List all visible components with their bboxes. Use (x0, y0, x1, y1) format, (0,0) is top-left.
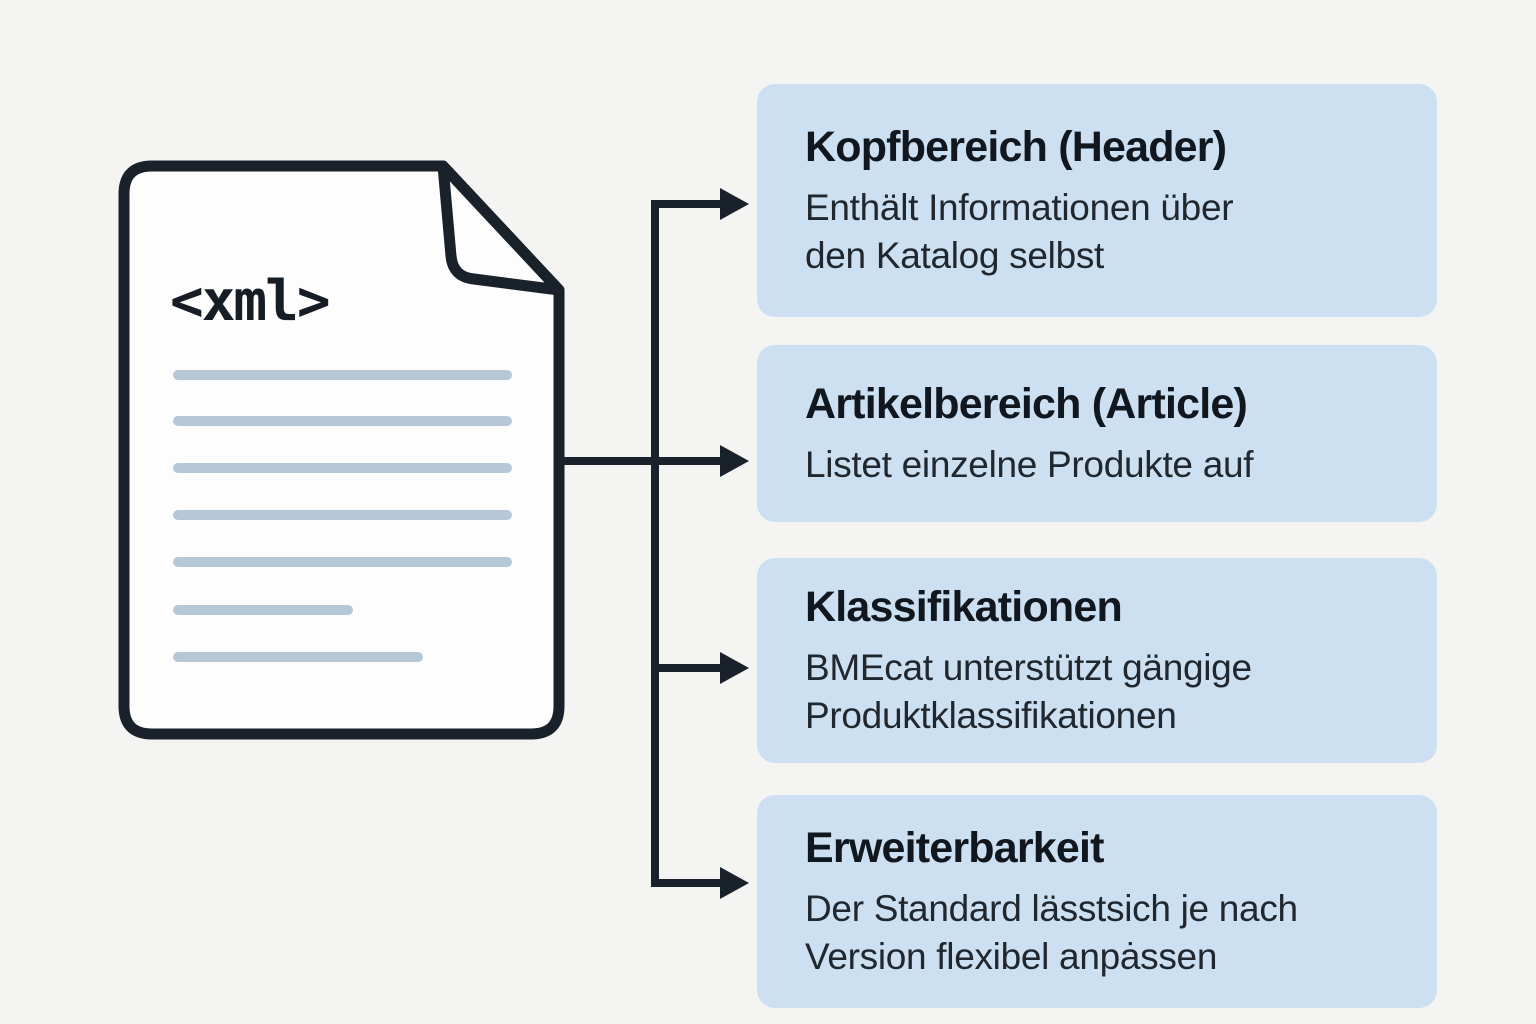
xml-document-icon (118, 160, 565, 740)
info-box-artikelbereich: Artikelbereich (Article) Listet einzelne… (757, 345, 1437, 522)
box-body-line: Version flexibel anpȧssen (805, 935, 1218, 977)
connector-trunk (651, 200, 724, 887)
box-body-line: BMEcat unterstützt gängige (805, 646, 1252, 688)
info-box-kopfbereich: Kopfbereich (Header) Enthält Information… (757, 84, 1437, 317)
box-title: Artikelbereich (Article) (805, 379, 1248, 428)
box-title: Erweiterbarkeit (805, 823, 1105, 872)
info-box-erweiterbarkeit: Erweiterbarkeit Der Standard lässtsich j… (757, 795, 1437, 1008)
arrowhead-icon (720, 188, 749, 220)
xml-label: <xml> (170, 269, 331, 334)
doc-text-lines (173, 370, 512, 662)
box-body-line: den Katalog selbst (805, 234, 1105, 276)
box-body-line: Der Standard lässtsich je nach (805, 887, 1298, 929)
box-title: Klassifikationen (805, 582, 1123, 631)
box-body-line: Enthält Informationen über (805, 186, 1234, 228)
arrowhead-icon (720, 445, 749, 477)
arrowheads (720, 188, 749, 899)
connector-lines (561, 200, 724, 887)
arrowhead-icon (720, 867, 749, 899)
box-body-line: Produktklassifikationen (805, 694, 1177, 736)
box-body-line: Listet einzelne Produkte auf (805, 443, 1254, 485)
info-box-klassifikationen: Klassifikationen BMEcat unterstützt gäng… (757, 558, 1437, 763)
box-title: Kopfbereich (Header) (805, 122, 1227, 171)
document-page (118, 160, 565, 740)
document-fold-corner (437, 160, 565, 296)
arrowhead-icon (720, 652, 749, 684)
